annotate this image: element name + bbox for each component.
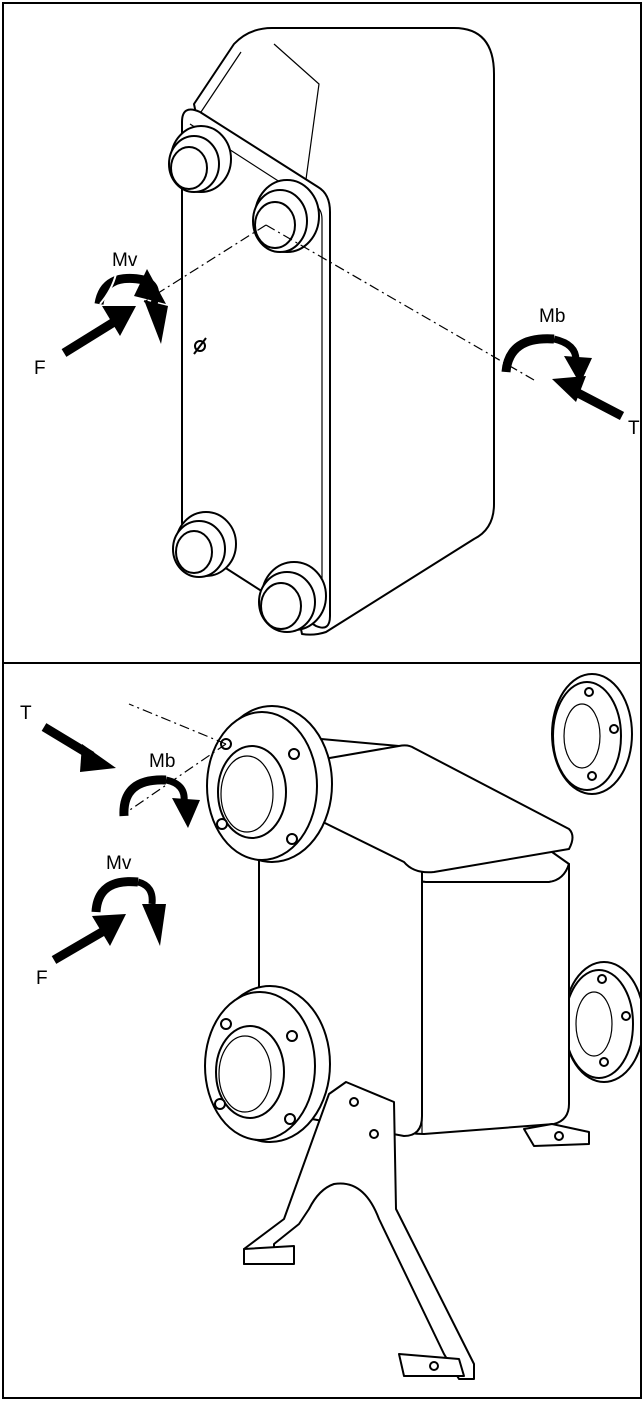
heat-exchanger-body-flanged [258, 733, 574, 1137]
flange-right-top [551, 673, 633, 795]
label-t-2: T [20, 703, 32, 724]
axis-line-right [265, 224, 535, 381]
port-bottom-right [258, 561, 327, 633]
label-f-2: F [36, 968, 48, 989]
label-mb: Mb [539, 306, 565, 327]
moment-mb-arrow-icon [501, 334, 592, 384]
plate-symbol-icon [193, 337, 207, 355]
axis-line-left [143, 224, 267, 303]
force-f-arrow-icon [61, 306, 136, 357]
moment-mv-arrow-icon [94, 269, 168, 344]
label-mb-2: Mb [149, 751, 175, 772]
port-bottom-left [172, 511, 237, 578]
support-bracket-back [523, 1123, 590, 1147]
label-mv: Mv [112, 250, 138, 271]
moment-mb-arrow-icon-2 [119, 775, 200, 828]
figure-divider [4, 662, 640, 664]
flange-right-bottom [563, 961, 640, 1083]
label-mv-2: Mv [106, 853, 132, 874]
moment-mv-arrow-icon-2 [91, 877, 166, 946]
force-f-arrow-icon-2 [51, 914, 126, 964]
flanged-heat-exchanger-diagram: T Mb Mv F [20, 673, 640, 1380]
torque-t-arrow-icon-2 [41, 723, 116, 772]
flange-front-bottom [204, 985, 331, 1143]
flange-front-top [206, 705, 333, 863]
label-t: T [628, 418, 640, 439]
torque-t-arrow-icon [552, 376, 625, 420]
support-bracket-front [243, 1081, 475, 1380]
port-top-left [168, 125, 232, 193]
label-f: F [34, 358, 46, 379]
port-top-right [252, 179, 320, 253]
brazed-heat-exchanger-diagram: Mv F Mb T [34, 27, 640, 636]
axis-line-lower [123, 743, 227, 815]
axis-line-upper [128, 703, 227, 745]
